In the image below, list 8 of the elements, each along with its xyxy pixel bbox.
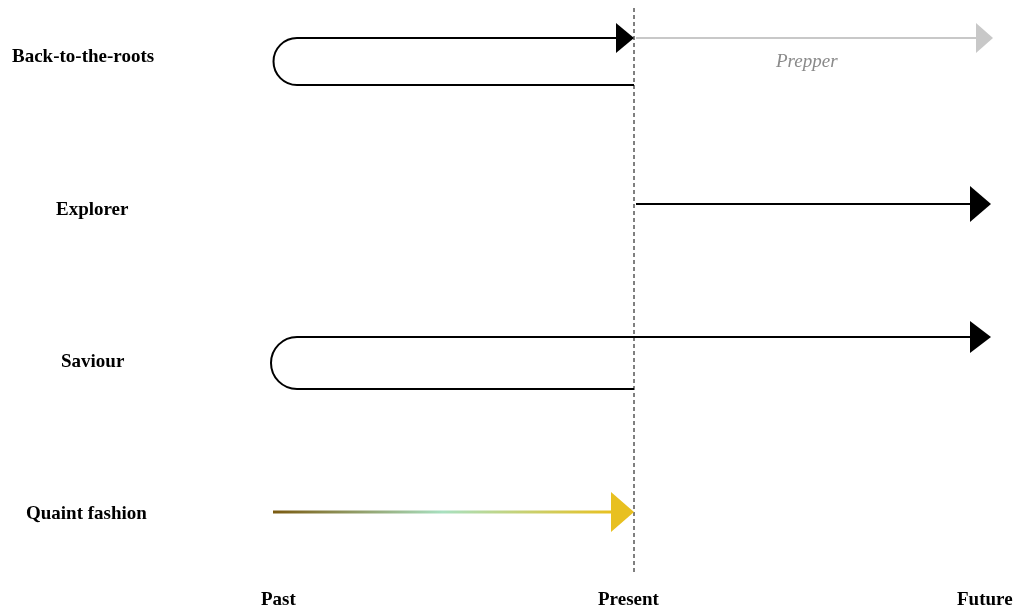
trajectory-label: Prepper <box>776 49 838 73</box>
axis-label: Future <box>957 587 1013 607</box>
row-label: Saviour <box>61 349 125 373</box>
row-label: Explorer <box>56 197 129 221</box>
row-label: Quaint fashion <box>26 501 147 525</box>
axis-label: Present <box>598 587 659 607</box>
axis-label: Past <box>261 587 296 607</box>
row-label: Back-to-the-roots <box>12 44 155 68</box>
